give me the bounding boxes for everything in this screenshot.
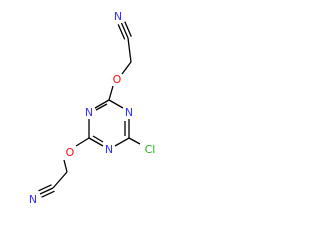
bond-nitrile-bottom bbox=[38, 184, 55, 198]
atom-o-top: O bbox=[113, 73, 122, 86]
bond-ring-c1-n-left bbox=[94, 99, 110, 109]
bond-ring-c3-n-bottom bbox=[88, 137, 104, 147]
bond-ch2-c-bottom bbox=[52, 171, 68, 189]
atom-chlorine: Cl bbox=[145, 143, 156, 156]
bond-o-ch2-bottom bbox=[63, 159, 68, 173]
molecule-structure: N O N N Cl N O N bbox=[29, 10, 156, 206]
atom-n-nitrile-top: N bbox=[114, 10, 122, 23]
atom-n-nitrile-bottom: N bbox=[29, 193, 37, 206]
bond-ring-c1-n-right bbox=[108, 99, 124, 109]
atom-n-ring-right: N bbox=[125, 106, 133, 119]
bond-ch2-o-top bbox=[121, 61, 132, 75]
bond-ring-o-bottom bbox=[75, 137, 90, 147]
bond-c-ch2-top bbox=[127, 37, 132, 63]
bond-ring-c5-n-bottom bbox=[114, 137, 130, 147]
bond-ring-c1-n-left-double bbox=[95, 103, 108, 111]
atom-n-ring-left: N bbox=[85, 106, 93, 119]
atom-o-bottom: O bbox=[66, 146, 75, 159]
atom-n-ring-bottom: N bbox=[105, 143, 113, 156]
bond-o-ring-top bbox=[108, 85, 114, 101]
bond-c-cl bbox=[128, 137, 141, 145]
bond-ring-c3-n-bottom-double bbox=[92, 135, 104, 143]
bond-nitrile-top bbox=[117, 21, 132, 40]
